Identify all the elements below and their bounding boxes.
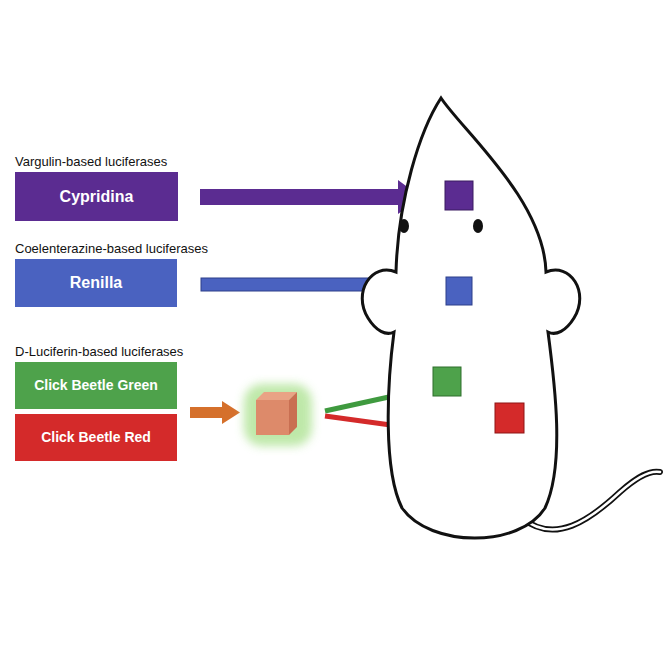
- green-beetle-box: D-Luciferin-based luciferasesClick Beetl…: [15, 362, 177, 409]
- mouse-eye: [473, 219, 483, 233]
- group-heading: D-Luciferin-based luciferases: [15, 344, 183, 359]
- renilla-box: Coelenterazine-based luciferasesRenilla: [15, 259, 177, 307]
- purple-signal: [445, 181, 473, 210]
- group-heading: Coelenterazine-based luciferases: [15, 241, 208, 256]
- orange-arrow: [190, 401, 240, 424]
- group-heading: Vargulin-based luciferases: [15, 154, 167, 169]
- purple-arrow: [200, 180, 421, 214]
- box-label: Click Beetle Green: [26, 373, 166, 398]
- green-signal: [433, 367, 461, 396]
- red-signal: [495, 403, 524, 433]
- blue-signal: [446, 277, 472, 305]
- mouse-eye: [399, 219, 409, 233]
- cypridina-box: Vargulin-based luciferasesCypridina: [15, 172, 178, 221]
- box-label: Renilla: [62, 269, 130, 296]
- mouse-outline: [362, 98, 580, 538]
- box-label: Click Beetle Red: [33, 425, 159, 450]
- box-label: Cypridina: [52, 183, 142, 210]
- substrate-cube: [244, 384, 312, 446]
- red-beetle-box: Click Beetle Red: [15, 414, 177, 461]
